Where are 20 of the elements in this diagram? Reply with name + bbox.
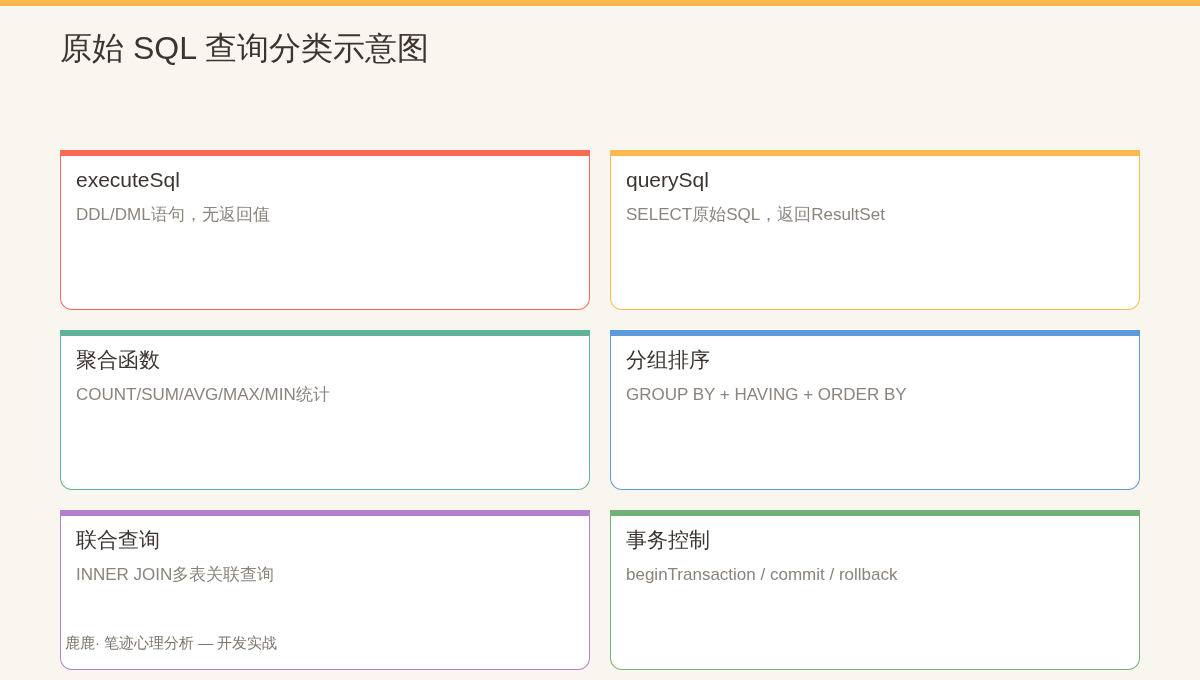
card-description: INNER JOIN多表关联查询 <box>76 564 275 586</box>
card-heading: 联合查询 <box>76 527 160 553</box>
category-card <box>610 150 1140 310</box>
card-description: GROUP BY + HAVING + ORDER BY <box>626 384 907 406</box>
card-heading: 事务控制 <box>626 527 710 553</box>
category-card <box>610 330 1140 490</box>
diagram-title: 原始 SQL 查询分类示意图 <box>60 29 429 68</box>
card-heading: 聚合函数 <box>76 347 160 373</box>
footer-credit: 鹿鹿· 笔迹心理分析 — 开发实战 <box>65 633 278 652</box>
card-description: DDL/DML语句，无返回值 <box>76 204 270 226</box>
category-card <box>60 330 590 490</box>
card-heading: executeSql <box>76 167 180 193</box>
card-description: SELECT原始SQL，返回ResultSet <box>626 204 885 226</box>
card-description: beginTransaction / commit / rollback <box>626 564 898 586</box>
category-card <box>60 150 590 310</box>
card-heading: 分组排序 <box>626 347 710 373</box>
card-description: COUNT/SUM/AVG/MAX/MIN统计 <box>76 384 330 406</box>
card-heading: querySql <box>626 167 709 193</box>
category-card <box>60 510 590 670</box>
category-card <box>610 510 1140 670</box>
